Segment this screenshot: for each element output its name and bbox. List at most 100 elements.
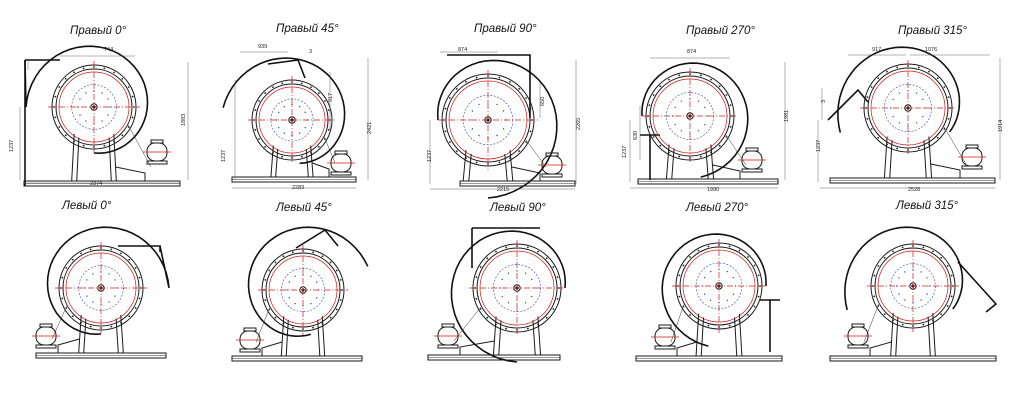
motor-terminal-box <box>39 323 53 328</box>
bolt-hole <box>448 141 451 143</box>
blade-dot <box>922 115 924 118</box>
dim-right-45-shaft-height: 1237 <box>221 150 227 162</box>
bolt-hole <box>321 255 324 258</box>
bolt-hole <box>264 299 267 301</box>
blade-dot <box>674 106 676 109</box>
bolt-hole <box>80 252 82 255</box>
support-leg <box>108 137 112 182</box>
blade-dot <box>304 126 306 129</box>
bolt-hole <box>866 96 869 99</box>
bolt-hole <box>317 92 320 95</box>
blade-dot <box>315 297 318 299</box>
bolt-hole <box>518 150 521 153</box>
bolt-hole <box>757 274 760 277</box>
volute-housing <box>222 57 346 165</box>
blade-dot <box>85 120 87 122</box>
support-leg <box>468 153 472 182</box>
blade-dot <box>109 106 111 108</box>
bolt-hole <box>753 305 756 308</box>
motor-terminal-box <box>965 144 979 149</box>
bearing-arm-diagonal <box>670 304 685 343</box>
dim-right-315-total-length: 2528 <box>908 187 920 193</box>
outlet-duct <box>471 227 540 268</box>
bolt-hole <box>659 85 662 88</box>
dim-right-45-total-height: 2421 <box>367 122 373 134</box>
dim-right-315-top-left-width: 917 <box>872 47 881 53</box>
bolt-hole <box>465 80 467 83</box>
blade-dot <box>904 271 906 273</box>
bolt-hole <box>61 276 64 279</box>
bolt-hole <box>61 297 64 300</box>
dim-right-45-outlet-height: 917 <box>328 93 334 102</box>
blade-dot <box>116 287 118 289</box>
bolt-hole <box>678 295 681 298</box>
bolt-hole <box>936 136 939 139</box>
outlet-duct <box>827 88 869 121</box>
support-leg <box>889 140 893 179</box>
bolt-hole <box>886 70 888 73</box>
bolt-hole <box>110 248 113 251</box>
support-leg <box>120 314 124 354</box>
support-leg <box>321 316 326 357</box>
blade-dot <box>898 293 900 295</box>
bolt-hole <box>707 245 710 248</box>
bolt-hole <box>339 299 342 301</box>
caption-right-90: Правый 90° <box>474 23 537 35</box>
blade-dot <box>915 92 918 94</box>
bearing-arm <box>312 162 330 177</box>
bolt-hole <box>282 255 285 258</box>
bearing-arm <box>676 341 697 356</box>
blade-dot <box>114 279 116 281</box>
outlet-duct <box>640 134 660 180</box>
blade-dot <box>278 126 280 129</box>
blade-dot <box>86 295 88 297</box>
bolt-hole <box>725 136 728 138</box>
dim-right-45-offset: 3 <box>309 49 312 55</box>
blade-dot <box>469 119 471 121</box>
bolt-hole <box>738 249 741 252</box>
blade-dot <box>101 92 103 94</box>
bolt-hole <box>110 325 113 328</box>
dim-right-315-top-right-width: 1076 <box>925 47 937 53</box>
blade-dot <box>487 101 489 103</box>
support-leg <box>492 316 497 356</box>
bolt-hole <box>327 128 330 131</box>
fan-drawing-left-315 <box>829 226 998 362</box>
support-leg <box>734 317 738 357</box>
support-leg <box>738 313 743 357</box>
outlet-duct <box>447 54 531 118</box>
bolt-hole <box>870 128 873 130</box>
support-leg <box>113 133 117 182</box>
blade-dot <box>86 279 88 281</box>
fan-drawing-left-0 <box>32 226 170 359</box>
blade-dot <box>288 297 291 299</box>
bolt-hole <box>455 87 458 90</box>
bolt-hole <box>729 125 732 128</box>
bearing-arm-diagonal <box>943 126 967 165</box>
blade-dot <box>531 278 533 281</box>
blade-dot <box>92 301 94 303</box>
blade-dot <box>107 98 109 100</box>
blade-dot <box>516 304 518 306</box>
bolt-hole <box>866 117 869 120</box>
blade-dot <box>502 110 505 112</box>
blade-dot <box>726 270 729 273</box>
bearing-arm-diagonal <box>324 136 336 164</box>
bolt-hole <box>131 116 134 119</box>
blade-dot <box>501 295 503 298</box>
bearing-arm-diagonal <box>51 305 68 340</box>
bolt-hole <box>710 78 712 81</box>
bolt-hole <box>648 125 651 128</box>
motor-feet <box>437 344 459 349</box>
blade-dot <box>898 277 900 279</box>
bolt-hole <box>659 144 662 147</box>
bolt-hole <box>486 257 489 260</box>
bolt-hole <box>947 96 950 99</box>
blade-dot <box>478 134 480 137</box>
bolt-hole <box>479 266 482 268</box>
blade-dot <box>531 295 533 298</box>
dim-right-315-total-height: 1914 <box>998 120 1004 132</box>
bolt-hole <box>943 86 946 88</box>
blade-dot <box>892 115 894 118</box>
support-leg <box>310 145 314 178</box>
